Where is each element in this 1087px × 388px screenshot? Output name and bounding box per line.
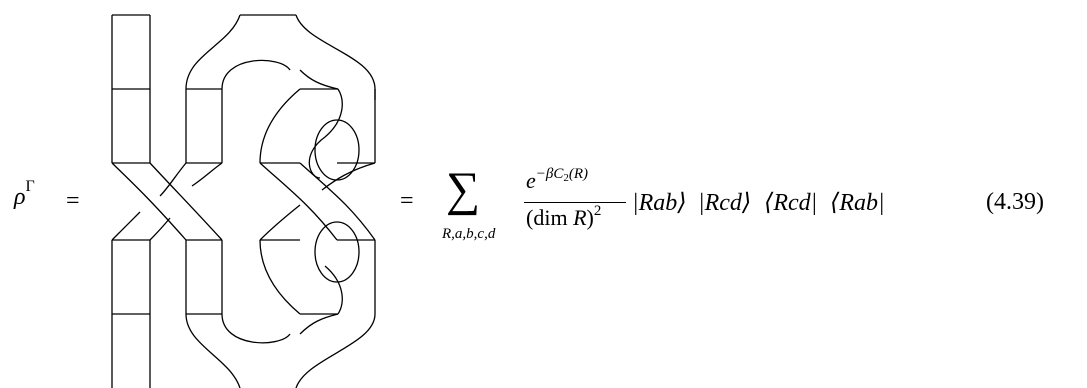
numerator-exponent-sub: 2 xyxy=(563,172,569,184)
equals-sign-1: = xyxy=(66,188,80,214)
denominator-dim: (dim xyxy=(526,205,574,230)
top-funnel-outer xyxy=(295,14,376,90)
crossing-curve xyxy=(259,162,338,241)
crossing-curve xyxy=(149,217,171,241)
equation-number: (4.39) xyxy=(986,189,1044,215)
bottom-funnel-inner xyxy=(221,313,291,344)
crossing-curve xyxy=(259,204,301,241)
bra-rab: ⟨Rab| xyxy=(830,190,885,216)
fraction-denominator: (dim R)2 xyxy=(526,202,602,231)
bra-rcd: ⟨Rcd| xyxy=(764,190,818,216)
upper-loop xyxy=(308,88,343,179)
sum-symbol: ∑ xyxy=(446,163,481,216)
denominator-power: 2 xyxy=(593,202,602,219)
numerator-exponent-arg: (R) xyxy=(568,166,589,182)
sum-indices: R,a,b,c,d xyxy=(442,226,496,242)
top-funnel-outer xyxy=(185,14,241,90)
fraction-bar xyxy=(524,202,626,204)
crossing-curve xyxy=(299,162,376,241)
bottom-funnel-inner xyxy=(299,313,339,335)
ket-rcd: |Rcd⟩ xyxy=(698,190,752,216)
numerator-e: e xyxy=(526,168,536,193)
crossing-curve xyxy=(159,162,187,197)
bottom-funnel-outer xyxy=(185,313,241,388)
crossing-curve xyxy=(111,211,141,241)
lower-eye xyxy=(314,221,360,283)
crossing-curve xyxy=(321,162,376,191)
upper-loop xyxy=(259,88,301,164)
crossing-curve xyxy=(149,162,223,241)
lower-loop xyxy=(324,265,343,315)
denominator-var: R xyxy=(573,205,587,230)
gamma-superscript: Γ xyxy=(25,178,35,195)
denominator-close: ) xyxy=(586,205,594,230)
ket-rab: |Rab⟩ xyxy=(632,190,687,216)
rho-symbol: ρ xyxy=(14,184,26,210)
lower-loop xyxy=(259,239,301,315)
crossing-curve xyxy=(111,162,187,241)
top-funnel-inner xyxy=(299,69,339,90)
lhs-rho: ρΓ xyxy=(14,179,35,211)
crossing-curve xyxy=(191,162,223,187)
numerator-exponent: −βC xyxy=(535,166,564,182)
fraction-numerator: e−βC2(R) xyxy=(526,166,589,194)
bottom-funnel-outer xyxy=(295,313,376,388)
top-funnel-inner xyxy=(221,59,291,90)
equals-sign-2: = xyxy=(400,188,414,214)
